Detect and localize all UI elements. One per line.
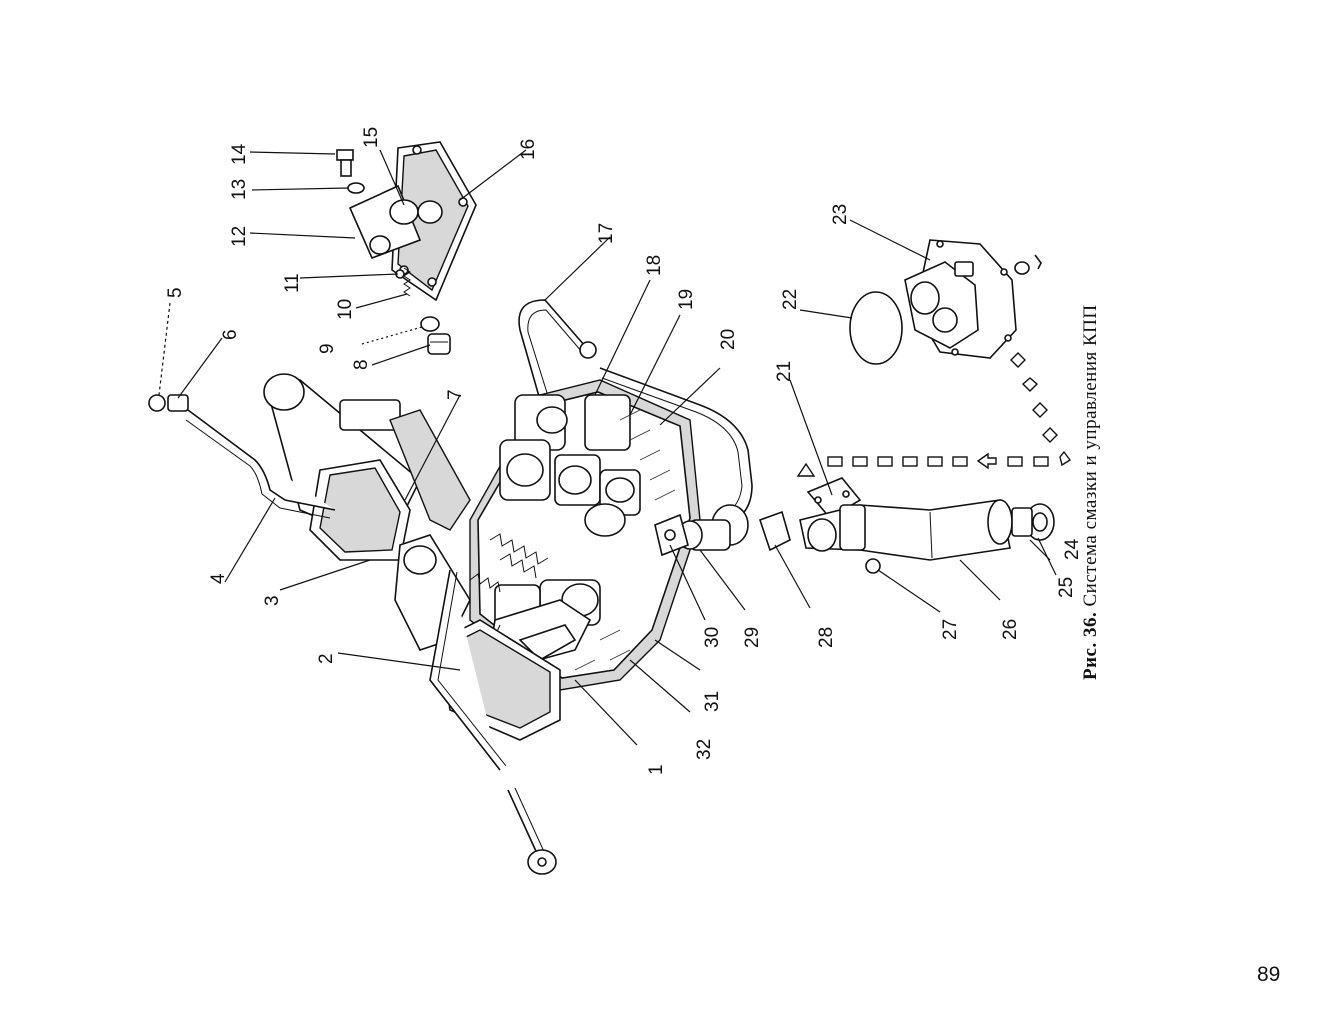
fitting-5-6 bbox=[148, 394, 189, 412]
callout-10: 10 bbox=[335, 299, 356, 320]
callout-32: 32 bbox=[694, 739, 715, 760]
callout-31: 31 bbox=[702, 691, 723, 712]
oil-pipe-17 bbox=[518, 299, 591, 401]
callout-7: 7 bbox=[445, 389, 466, 400]
caption-prefix: Рис. 36. bbox=[1080, 611, 1101, 680]
spring-11 bbox=[395, 267, 411, 297]
callout-24: 24 bbox=[1062, 538, 1083, 560]
callout-13: 13 bbox=[229, 179, 250, 200]
callout-18: 18 bbox=[644, 255, 665, 276]
callout-17: 17 bbox=[596, 223, 617, 244]
callout-4: 4 bbox=[208, 573, 229, 584]
oil-pump-23 bbox=[904, 239, 1042, 359]
callout-15: 15 bbox=[361, 127, 382, 148]
suction-pipe-26 bbox=[799, 499, 1013, 561]
callout-22: 22 bbox=[780, 289, 801, 310]
caption-title: Система смазки и управления КПП bbox=[1080, 304, 1101, 607]
plug-8 bbox=[427, 333, 451, 355]
callout-28: 28 bbox=[816, 627, 837, 648]
callout-25: 25 bbox=[1056, 577, 1077, 598]
callout-2: 2 bbox=[316, 653, 337, 664]
washer-13 bbox=[347, 182, 365, 194]
leader-lines bbox=[158, 149, 1057, 746]
flange-21 bbox=[806, 477, 862, 520]
callout-8: 8 bbox=[351, 359, 372, 370]
elbow-fitting bbox=[654, 504, 749, 557]
page-number: 89 bbox=[1257, 963, 1281, 986]
pull-rod bbox=[507, 787, 557, 875]
callout-14: 14 bbox=[229, 143, 250, 165]
callout-19: 19 bbox=[676, 289, 697, 310]
callout-16: 16 bbox=[518, 139, 539, 160]
filter-end-24-25 bbox=[1011, 503, 1055, 541]
gasket-7 bbox=[389, 409, 471, 531]
callout-5: 5 bbox=[165, 287, 186, 298]
gasket-28 bbox=[758, 510, 791, 552]
servo-cylinder-upper bbox=[263, 373, 421, 561]
callout-29: 29 bbox=[742, 627, 763, 648]
callout-numbers: 1 2 3 4 5 6 7 8 9 10 11 12 13 14 15 16 1… bbox=[165, 127, 1083, 775]
seal-ring-22 bbox=[849, 291, 903, 365]
callout-20: 20 bbox=[718, 329, 739, 350]
cover-plate-assembly bbox=[348, 141, 477, 302]
callout-1: 1 bbox=[646, 764, 667, 775]
callout-26: 26 bbox=[1000, 619, 1021, 640]
callout-12: 12 bbox=[229, 226, 250, 247]
callout-27: 27 bbox=[940, 619, 961, 640]
pipe-4 bbox=[187, 409, 336, 511]
callout-30: 30 bbox=[702, 627, 723, 648]
control-rod-2 bbox=[429, 569, 501, 771]
callout-6: 6 bbox=[220, 329, 241, 340]
ring-9 bbox=[420, 316, 440, 332]
callout-21: 21 bbox=[774, 361, 795, 382]
oil-flow-path bbox=[796, 352, 1072, 477]
spring-pack bbox=[469, 533, 549, 593]
callout-3: 3 bbox=[262, 595, 283, 606]
nut-27 bbox=[865, 558, 881, 574]
callout-9: 9 bbox=[317, 343, 338, 354]
callout-11: 11 bbox=[282, 273, 303, 293]
plug-14 bbox=[336, 149, 354, 177]
callout-23: 23 bbox=[830, 204, 851, 225]
